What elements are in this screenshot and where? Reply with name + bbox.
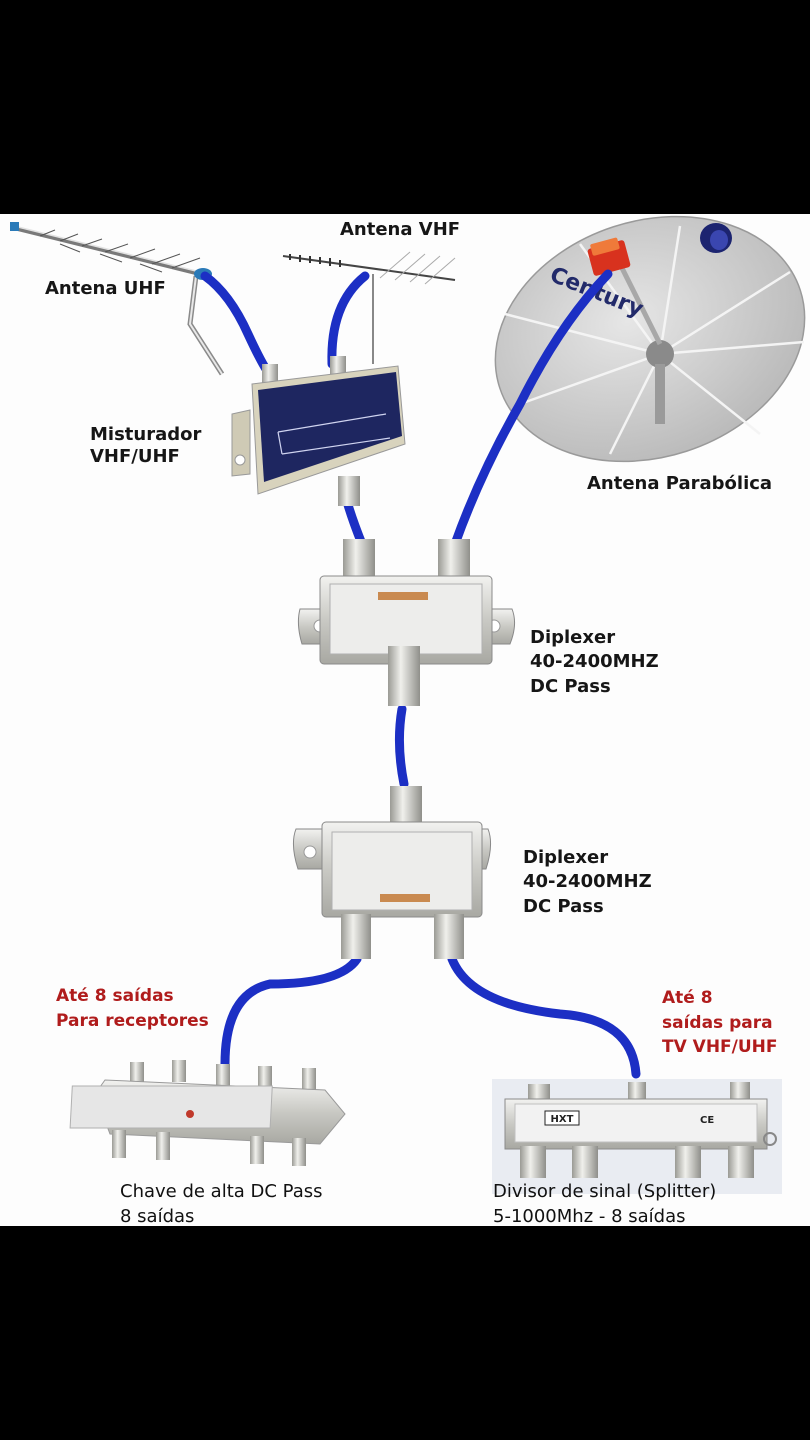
label-diplexer-1-line2: 40-2400MHZ bbox=[530, 651, 659, 673]
cable-dish-to-diplexer1 bbox=[450, 269, 613, 549]
label-switch-line2: 8 saídas bbox=[120, 1206, 195, 1226]
label-switch-line1: Chave de alta DC Pass bbox=[120, 1181, 323, 1202]
splitter-brand-text: HXT bbox=[551, 1114, 574, 1125]
label-tv-note-line3: TV VHF/UHF bbox=[662, 1037, 778, 1058]
label-antenna-dish: Antena Parabólica bbox=[587, 473, 773, 494]
label-antenna-vhf: Antena VHF bbox=[340, 219, 461, 240]
label-diplexer-2: Diplexer 40-2400MHZ DC Pass bbox=[523, 846, 652, 919]
label-mixer-line1: Misturador bbox=[90, 424, 202, 445]
label-tv-note: Até 8 saídas para TV VHF/UHF bbox=[662, 986, 778, 1060]
coaxial-cables bbox=[200, 269, 641, 1079]
label-antenna-uhf: Antena UHF bbox=[45, 278, 166, 299]
label-receivers-note-line1: Até 8 saídas bbox=[56, 986, 174, 1006]
label-tv-note-line1: Até 8 bbox=[662, 988, 713, 1008]
label-diplexer-2-line1: Diplexer bbox=[523, 847, 609, 868]
label-diplexer-1: Diplexer 40-2400MHZ DC Pass bbox=[530, 626, 659, 699]
splitter-device-icon: HXT CE bbox=[492, 1079, 782, 1194]
diplexer-2-device-icon bbox=[292, 786, 492, 959]
cable-vhf-to-mixer bbox=[327, 271, 370, 369]
splitter-ce-mark: CE bbox=[700, 1115, 714, 1126]
cable-diplexer1-to-diplexer2 bbox=[394, 704, 409, 789]
label-diplexer-2-line3: DC Pass bbox=[523, 895, 604, 917]
uhf-antenna-icon bbox=[10, 222, 225, 376]
label-mixer-line2: VHF/UHF bbox=[90, 445, 180, 467]
label-diplexer-1-line1: Diplexer bbox=[530, 627, 616, 648]
label-receivers-note: Até 8 saídas Para receptores bbox=[56, 984, 209, 1033]
diagram-svg: Century bbox=[10, 215, 806, 1194]
label-splitter: Divisor de sinal (Splitter) 5-1000Mhz - … bbox=[493, 1179, 716, 1226]
label-switch: Chave de alta DC Pass 8 saídas bbox=[120, 1179, 323, 1226]
satellite-dish-icon: Century bbox=[494, 215, 806, 463]
mixer-device-icon bbox=[231, 356, 406, 506]
label-tv-note-line2: saídas para bbox=[662, 1012, 773, 1033]
cable-diplexer2-to-splitter bbox=[447, 954, 641, 1079]
diplexer-1-device-icon bbox=[297, 539, 516, 706]
cable-diplexer2-to-switch bbox=[220, 954, 362, 1069]
label-splitter-line2: 5-1000Mhz - 8 saídas bbox=[493, 1206, 686, 1226]
label-diplexer-2-line2: 40-2400MHZ bbox=[523, 871, 652, 893]
diagram-canvas: Century bbox=[0, 214, 810, 1226]
label-diplexer-1-line3: DC Pass bbox=[530, 675, 611, 697]
vhf-antenna-icon bbox=[282, 251, 456, 364]
label-mixer: Misturador VHF/UHF bbox=[90, 424, 201, 467]
multiswitch-device-icon bbox=[69, 1060, 346, 1166]
label-receivers-note-line2: Para receptores bbox=[56, 1010, 209, 1031]
label-splitter-line1: Divisor de sinal (Splitter) bbox=[493, 1181, 717, 1202]
